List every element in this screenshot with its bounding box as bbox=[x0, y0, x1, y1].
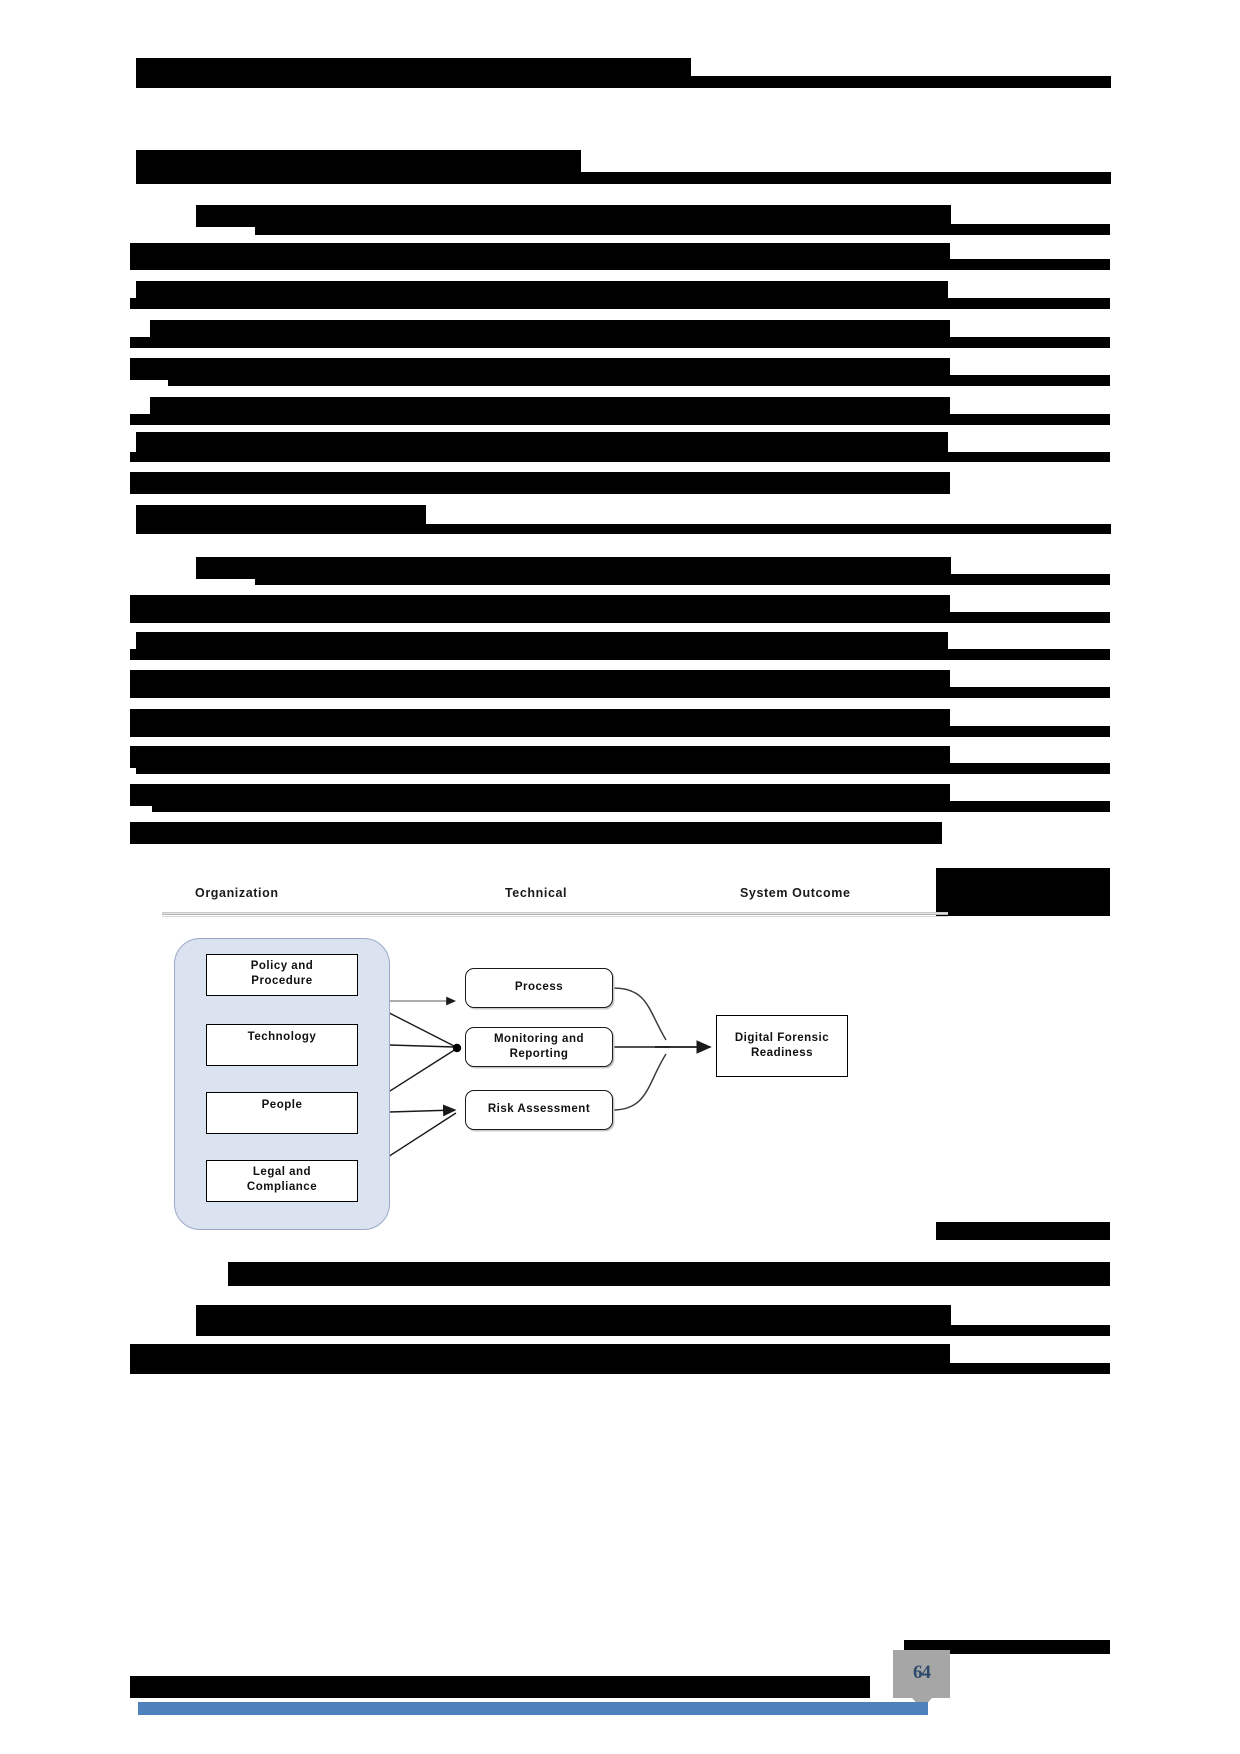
redaction-bar-para-3-line-1 bbox=[228, 1262, 1110, 1286]
redaction-bar-para-2-line-3b bbox=[130, 649, 1110, 660]
footer-badge: 64 bbox=[893, 1650, 950, 1709]
redaction-bar-para-2-line-5b bbox=[130, 726, 1110, 737]
redaction-bar-para-2-line-2 bbox=[130, 595, 950, 617]
redaction-bar-para-1-line-2b bbox=[130, 259, 1110, 270]
node-people[interactable]: People bbox=[206, 1092, 358, 1134]
redaction-bar-para-3-line-3b bbox=[130, 1363, 1110, 1374]
redaction-bar-para-2-line-3 bbox=[136, 632, 948, 654]
column-heading-technical: Technical bbox=[505, 886, 568, 900]
redaction-bar-para-1-line-1-under bbox=[255, 224, 1110, 235]
redaction-bar-para-2-line-4b bbox=[130, 687, 1110, 698]
redaction-bar-para-1-line-5b bbox=[168, 375, 1110, 386]
redaction-bar-para-1-line-5 bbox=[130, 358, 950, 380]
redaction-bar-para-2-line-7 bbox=[130, 784, 950, 806]
redaction-bar-para-3-line-2b bbox=[196, 1325, 1110, 1336]
node-process[interactable]: Process bbox=[465, 968, 613, 1008]
redaction-bar-section-heading-1 bbox=[136, 150, 581, 174]
column-heading-system-outcome: System Outcome bbox=[740, 886, 851, 900]
redaction-bar-figure-caption-mask bbox=[936, 1222, 1110, 1240]
redaction-bar-para-2-line-7b bbox=[152, 801, 1110, 812]
redaction-bar-section-heading-2-rule bbox=[136, 524, 1111, 534]
redaction-bar-para-2-line-1 bbox=[196, 557, 951, 579]
redaction-bar-para-2-line-2b bbox=[130, 612, 1110, 623]
figure-digital-forensic-readiness-framework: Organization Technical System Outcome bbox=[150, 870, 1110, 1240]
redaction-bar-para-2-line-8 bbox=[130, 822, 942, 844]
redaction-bar-footer-text-bar-right bbox=[904, 1640, 1110, 1654]
redaction-bar-para-2-line-1b bbox=[255, 574, 1110, 585]
redaction-bar-para-1-line-3 bbox=[136, 281, 948, 303]
redaction-bar-para-1-line-6 bbox=[150, 397, 950, 419]
redaction-bar-para-2-line-5 bbox=[130, 709, 950, 731]
redaction-bar-section-heading-1-rule bbox=[136, 172, 1111, 184]
node-technology[interactable]: Technology bbox=[206, 1024, 358, 1066]
column-heading-organization: Organization bbox=[195, 886, 279, 900]
redaction-bar-para-1-line-1 bbox=[196, 205, 951, 227]
redaction-bar-para-1-line-3b bbox=[130, 298, 1110, 309]
node-risk-assessment[interactable]: Risk Assessment bbox=[465, 1090, 613, 1130]
redaction-bar-title-rule bbox=[136, 76, 1111, 88]
redaction-bar-para-1-line-6b bbox=[130, 414, 1110, 425]
redaction-bar-footer-text-bar bbox=[130, 1676, 870, 1698]
redaction-bar-para-1-line-4b bbox=[130, 337, 1110, 348]
map-pin-badge-icon: 64 bbox=[913, 1662, 931, 1684]
redaction-bar-para-1-line-8 bbox=[130, 472, 950, 494]
redaction-bar-figure-right-mask bbox=[936, 868, 1110, 916]
figure-header-divider bbox=[162, 912, 948, 915]
redaction-bar-para-1-line-7b bbox=[130, 452, 1110, 462]
footer-accent-bar bbox=[138, 1702, 928, 1715]
figure-header-divider-shadow bbox=[162, 916, 948, 917]
redaction-bar-para-2-line-6b bbox=[136, 763, 1110, 774]
redaction-bar-para-2-line-6 bbox=[130, 746, 950, 768]
redaction-bar-para-2-line-4 bbox=[130, 670, 950, 692]
redaction-bar-para-1-line-4 bbox=[150, 320, 950, 342]
